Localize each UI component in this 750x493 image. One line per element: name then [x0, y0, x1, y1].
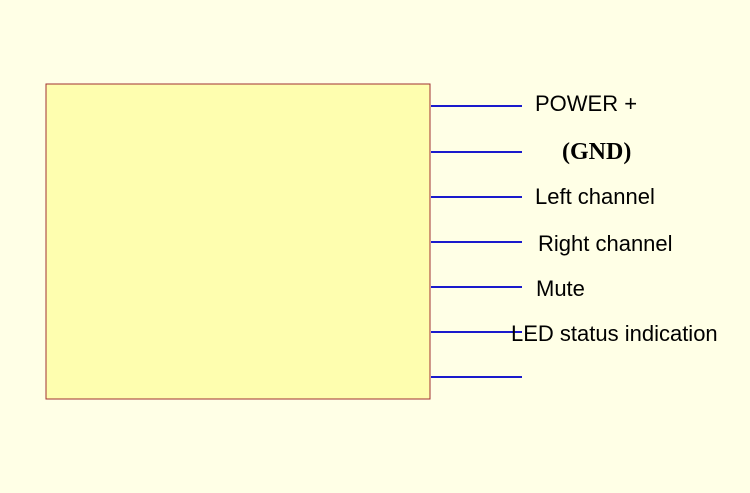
pin-lines: [431, 105, 522, 378]
pin-label-power: POWER +: [535, 91, 638, 116]
pin-label-led-status: LED status indication: [511, 321, 718, 346]
pin-label-left-channel: Left channel: [535, 184, 655, 209]
pin-label-mute: Mute: [536, 276, 585, 301]
pin-label-gnd: (GND): [562, 139, 632, 165]
module-body: [45, 83, 431, 400]
pin-label-right-channel: Right channel: [538, 231, 673, 256]
